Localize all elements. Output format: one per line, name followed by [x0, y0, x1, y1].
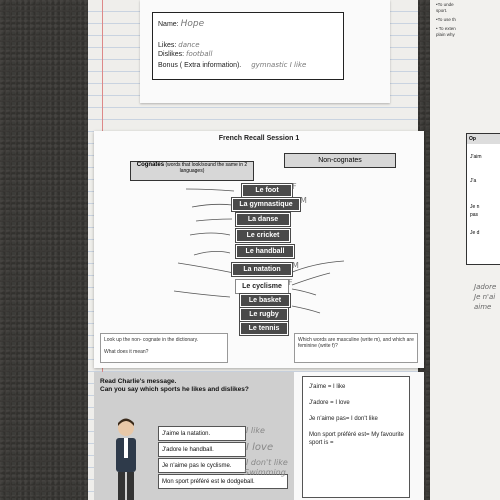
word-la-danse: La danse: [236, 213, 290, 226]
word-le-cricket: Le cricket: [236, 229, 290, 242]
vocab-line: Mon sport préféré est= My favourite spor…: [309, 432, 404, 446]
answer-1: I like: [246, 426, 265, 435]
word-le-rugby: Le rugby: [240, 308, 288, 321]
opinion-table: Op J'aim J'a Je n pas Je d: [466, 133, 500, 265]
gender-mark: M: [292, 261, 299, 270]
french-recall-worksheet: French Recall Session 1 Cognates (words …: [94, 131, 424, 368]
message-1: J'aime la natation.: [158, 426, 246, 441]
gender-mark: F: [288, 278, 293, 287]
word-le-cyclisme: Le cyclisme: [236, 280, 288, 293]
word-le-tennis: Le tennis: [240, 322, 288, 335]
charlie-figure: [116, 418, 136, 500]
vocab-box: J'aime = I like J'adore = I love Je n'ai…: [302, 376, 410, 498]
connector-lines: [173, 188, 345, 314]
vocab-line: Je n'aime pas= I don't like: [309, 416, 378, 422]
bonus-row: Bonus ( Extra information). gymnastic I …: [158, 61, 307, 69]
dislikes-row: Dislikes: football: [158, 50, 213, 58]
gender-mark: M: [300, 196, 307, 205]
dictionary-question: Look up the non- cognate in the dictiona…: [100, 333, 228, 363]
word-la-natation: La natation: [232, 263, 292, 276]
word-le-basket: Le basket: [240, 294, 290, 307]
word-le-foot: Le foot: [242, 184, 292, 197]
word-le-handball: Le handball: [236, 245, 294, 258]
gender-question: Which words are masculine (write m), and…: [294, 333, 418, 363]
vocab-line: J'aime = I like: [309, 384, 346, 390]
charlie-heading: Read Charlie's message. Can you say whic…: [100, 378, 249, 393]
charlie-section: Read Charlie's message. Can you say whic…: [94, 372, 424, 500]
message-3: Je n'aime pas le cyclisme.: [158, 458, 246, 473]
answer-3: I don't like: [246, 458, 288, 467]
profile-sheet: Name: Hope Likes: dance Dislikes: footba…: [140, 0, 390, 103]
charlie-message-panel: Read Charlie's message. Can you say whic…: [94, 372, 294, 500]
vocab-line: J'adore = I love: [309, 400, 350, 406]
profile-box: Name: Hope Likes: dance Dislikes: footba…: [152, 12, 344, 80]
worksheet-title: French Recall Session 1: [218, 135, 300, 142]
answer-4: Swimming: [244, 468, 286, 477]
non-cognates-box: Non-cognates: [284, 153, 396, 168]
cognates-box: Cognates (words that look/sound the same…: [130, 161, 254, 181]
message-2: J'adore le handball.: [158, 442, 246, 457]
gender-mark: F: [292, 182, 297, 191]
name-row: Name: Hope: [158, 19, 205, 29]
answer-2: I love: [246, 442, 274, 453]
word-la-gymnastique: La gymnastique: [232, 198, 300, 211]
message-4: Mon sport préféré est le dodgeball.: [158, 474, 288, 489]
likes-row: Likes: dance: [158, 41, 200, 49]
